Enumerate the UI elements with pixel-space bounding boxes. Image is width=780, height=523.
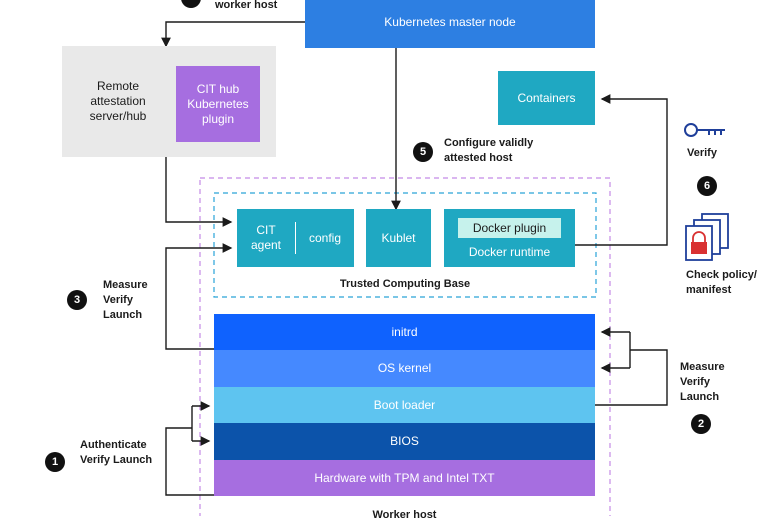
step5-label: Configure validly attested host — [444, 137, 534, 164]
arrow-step3 — [165, 243, 233, 350]
step1-badge: 1 — [45, 452, 65, 472]
step5-badge: 5 — [413, 142, 433, 162]
docker-box: Docker plugin Docker runtime — [444, 209, 575, 267]
kublet-box: Kublet — [366, 209, 431, 267]
boot-loader-layer: Boot loader — [214, 387, 595, 423]
arrow-step1-bracket — [165, 427, 214, 496]
step2-label: Measure Verify Launch — [680, 361, 725, 403]
initrd-layer: initrd — [214, 314, 595, 350]
top-worker-host-label: worker host — [215, 0, 278, 11]
arrow-step2-bracket — [595, 349, 668, 406]
step1-label: Authenticate Verify Launch — [80, 439, 153, 466]
step6-check-label: Check policy/ manifest — [686, 269, 757, 296]
bios-layer: BIOS — [214, 423, 595, 460]
docker-runtime-label: Docker runtime — [468, 244, 551, 259]
arrow-master-to-remote — [161, 21, 305, 48]
cit-agent-config-box: CIT agent config — [237, 209, 354, 267]
kubernetes-master-node: Kubernetes master node — [305, 0, 595, 48]
lock-documents-icon — [685, 213, 729, 261]
remote-attestation-label: Remote attestation server/hub — [89, 79, 147, 123]
cit-config-divider — [295, 222, 296, 254]
step3-badge: 3 — [67, 290, 87, 310]
remote-attestation-panel: Remote attestation server/hub CIT hub Ku… — [62, 46, 276, 157]
containers-box: Containers — [498, 71, 595, 125]
step4-badge-partial — [181, 0, 201, 8]
docker-plugin-label: Docker plugin — [458, 218, 561, 238]
bottom-worker-host-label: Worker host — [372, 508, 437, 521]
cit-agent-label: CIT agent — [250, 223, 282, 252]
tcb-label: Trusted Computing Base — [339, 277, 471, 290]
step2-badge: 2 — [691, 414, 711, 434]
os-kernel-layer: OS kernel — [214, 350, 595, 387]
master-node-label: Kubernetes master node — [384, 14, 516, 29]
key-icon — [684, 123, 725, 137]
step6-verify-label: Verify — [687, 147, 717, 159]
step3-label: Measure Verify Launch — [103, 279, 148, 321]
config-label: config — [308, 230, 342, 245]
hardware-layer: Hardware with TPM and Intel TXT — [214, 460, 595, 496]
arrow-docker-to-containers — [575, 94, 668, 246]
cit-hub-plugin: CIT hub Kubernetes plugin — [176, 66, 260, 142]
step6-badge: 6 — [697, 176, 717, 196]
arrow-remote-to-cit — [165, 157, 233, 227]
